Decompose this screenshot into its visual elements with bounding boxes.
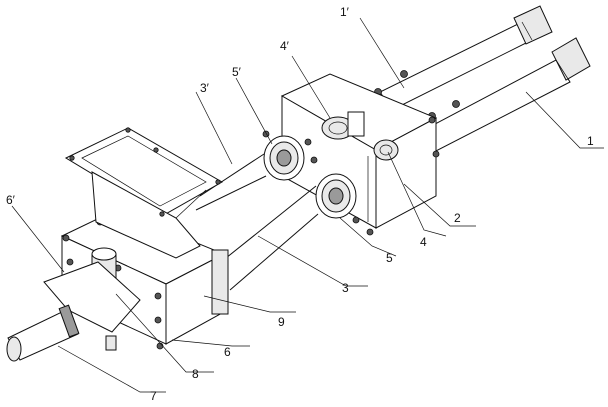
flange-5p xyxy=(262,130,312,181)
actuator-lower xyxy=(419,37,591,153)
label-3: 3 xyxy=(342,281,349,295)
label-6-prime: 6′ xyxy=(6,193,16,207)
label-6: 6 xyxy=(224,345,231,359)
bearing-seat-4 xyxy=(373,139,399,161)
actuator-upper xyxy=(374,5,553,111)
label-2: 2 xyxy=(454,211,461,225)
bearing-seat-4p xyxy=(321,111,365,140)
label-4-prime: 4′ xyxy=(280,39,290,53)
label-4: 4 xyxy=(420,235,427,249)
screw-tube-lower xyxy=(225,185,319,291)
label-3-prime: 3′ xyxy=(200,81,210,95)
flange-5 xyxy=(310,156,360,224)
label-8: 8 xyxy=(192,367,199,381)
outlet-branch xyxy=(43,247,141,351)
label-7: 7 xyxy=(150,389,157,403)
discharge-pipe xyxy=(6,304,80,362)
label-1-prime: 1′ xyxy=(340,5,350,19)
label-5: 5 xyxy=(386,251,393,265)
hopper xyxy=(64,127,224,259)
label-5-prime: 5′ xyxy=(232,65,242,79)
screw-tube-upper xyxy=(195,153,267,211)
label-9: 9 xyxy=(278,315,285,329)
label-1: 1 xyxy=(587,134,594,148)
leader-lines xyxy=(11,17,604,393)
